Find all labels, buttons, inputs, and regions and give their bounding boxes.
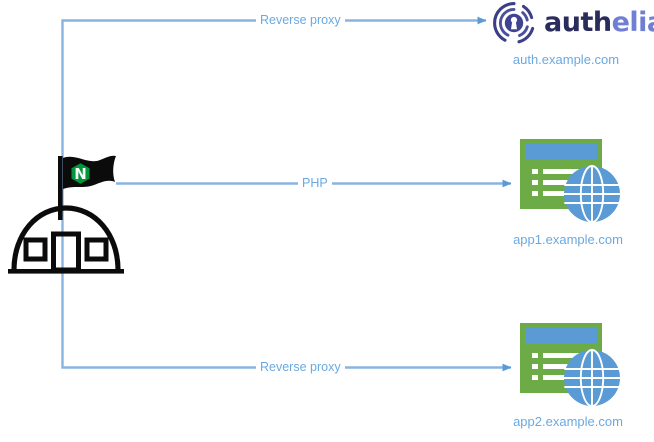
caption-app2-example-com: app2.example.com <box>513 414 623 429</box>
globe-icon <box>564 349 620 407</box>
connector-label-reverse-proxy-bottom: Reverse proxy <box>256 360 345 375</box>
web-application-globe-icon <box>520 139 620 223</box>
caption-app1-example-com: app1.example.com <box>513 232 623 247</box>
authelia-wordmark-auth: auth <box>544 7 612 38</box>
nginx-fortress-flag-icon: N <box>8 155 124 274</box>
authelia-keyhole-logo-icon <box>493 2 535 44</box>
connector-label-php: PHP <box>298 176 332 191</box>
node-app2[interactable] <box>519 322 625 410</box>
caption-auth-example-com: auth.example.com <box>512 52 620 67</box>
nginx-hexagon <box>71 163 90 184</box>
connector-proxy-to-authelia <box>61 16 487 196</box>
svg-text:N: N <box>74 165 87 183</box>
node-app1[interactable] <box>519 138 625 226</box>
connector-label-reverse-proxy-top: Reverse proxy <box>256 13 345 28</box>
connector-proxy-to-app2 <box>61 196 512 372</box>
web-application-globe-icon <box>520 323 620 407</box>
globe-icon <box>564 165 620 223</box>
node-nginx-proxy[interactable]: N <box>8 152 124 278</box>
